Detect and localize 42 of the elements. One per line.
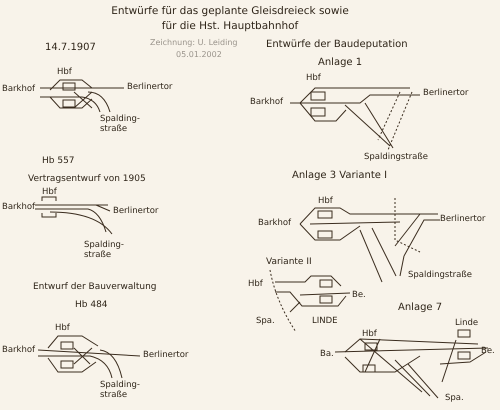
page-title: Entwürfe für das geplante Gleisdreieck sowie für die Hst. Hauptbahnhof	[110, 4, 350, 34]
place-label: Spaldingstraße	[408, 270, 472, 280]
place-label: Spalding- straße	[100, 114, 140, 134]
station-label: Hbf	[362, 329, 377, 339]
place-label: Spa.	[256, 316, 275, 326]
panel-heading: Hb 557	[42, 156, 75, 166]
place-label: Spalding- straße	[84, 240, 124, 260]
place-label: Ba.	[320, 349, 334, 359]
place-label: Berlinertor	[423, 88, 468, 98]
place-label: Barkhof	[2, 84, 36, 94]
date-heading: 14.7.1907	[45, 43, 96, 53]
place-label: Spaldingstraße	[364, 152, 428, 162]
place-label: Barkhof	[250, 97, 284, 107]
place-label: Berlinertor	[113, 206, 158, 216]
author-credit: Zeichnung: U. Leiding	[150, 38, 238, 48]
panel-heading: Vertragsentwurf von 1905	[28, 174, 146, 184]
panel-heading: Entwurf der Bauverwaltung	[33, 282, 157, 292]
place-label: Be.	[481, 346, 495, 356]
panel-heading: Hb 484	[75, 300, 108, 310]
place-label: Spa.	[445, 393, 464, 403]
station-label: Hbf	[55, 323, 70, 333]
station-label: Hbf	[306, 73, 321, 83]
date-label: 05.01.2002	[176, 50, 222, 60]
station-label: Hbf	[318, 196, 333, 206]
place-label: Be.	[352, 290, 366, 300]
place-label: Barkhof	[258, 218, 292, 228]
place-label: Berlinertor	[440, 214, 486, 224]
panel-heading: Anlage 7	[398, 303, 442, 313]
place-label: Barkhof	[2, 202, 36, 212]
panel-heading: Anlage 1	[318, 58, 362, 68]
place-label: Spalding- straße	[100, 380, 140, 400]
place-label: Linde	[455, 318, 478, 328]
place-label: LINDE	[312, 316, 338, 326]
place-label: Berlinertor	[143, 350, 188, 360]
station-label: Hbf	[57, 67, 72, 77]
panel-heading: Anlage 3 Variante I	[292, 171, 388, 181]
station-label: Hbf	[248, 279, 263, 289]
place-label: Barkhof	[2, 345, 36, 355]
panel-heading: Variante II	[266, 257, 312, 267]
section-heading: Entwürfe der Baudeputation	[266, 40, 408, 50]
place-label: Berlinertor	[127, 82, 172, 92]
station-label: Hbf	[42, 187, 57, 197]
